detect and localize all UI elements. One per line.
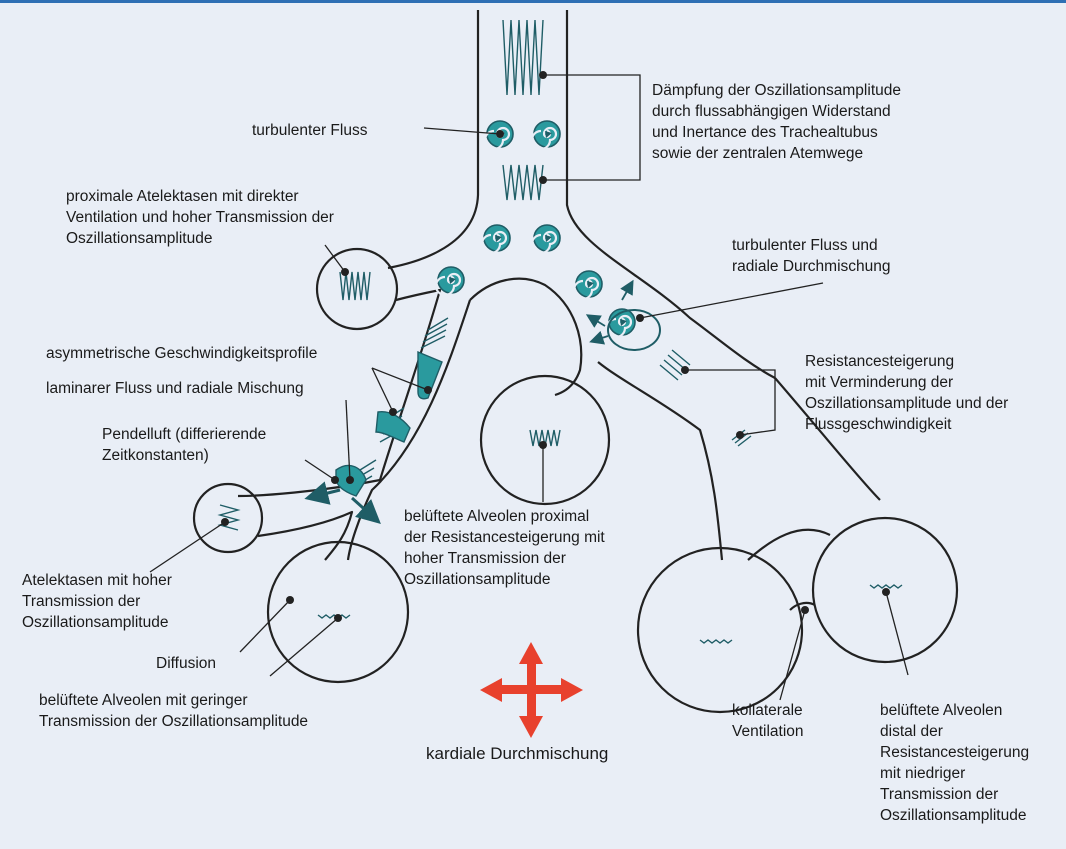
label-pendelluft: Pendelluft (differierende Zeitkonstanten…: [102, 426, 267, 464]
oscillation-left-bronchus-1: [420, 317, 449, 349]
oscillation-right-alveolus-b: [869, 584, 903, 589]
left-lower-branch: [257, 510, 354, 561]
carina: [469, 277, 583, 397]
alveolus-proximal-atelectasis: [315, 247, 399, 331]
label-kardial-2: Durchmischung: [490, 744, 609, 763]
trachea-right-wall: [565, 10, 776, 379]
right-bronchus-inner: [597, 361, 724, 561]
pendelluft-arrows: [304, 481, 381, 525]
trachea-left-wall: [387, 10, 480, 270]
spiral-carina-left: [480, 223, 512, 255]
asymmetric-profile: [417, 350, 443, 400]
laminar-profile: [375, 411, 411, 443]
label-turbulent-radial: turbulenter Fluss und radiale Durchmisch…: [732, 237, 891, 275]
oscillation-trachea-mid: [502, 164, 544, 201]
oscillation-trachea-top: [502, 19, 544, 96]
collateral-connection: [747, 528, 831, 611]
label-kardial-1: kardiale: [426, 744, 486, 763]
radial-mixing-ring: [607, 309, 661, 351]
label-kollateral: kollaterale Ventilation: [732, 702, 804, 740]
right-bronchus-outer: [774, 377, 881, 501]
label-turbulent-top: turbulenter Fluss: [252, 122, 368, 139]
label-resistance: Resistancesteigerung mit Verminderung de…: [805, 353, 1009, 433]
label-daempfung: Dämpfung der Oszillationsamplitude durch…: [652, 82, 901, 162]
radial-mixing-arrows: [585, 279, 634, 345]
top-rule: [0, 0, 1066, 3]
label-laminar: laminarer Fluss und radiale Mischung: [46, 380, 304, 397]
alveolus-ventilated-proximal: [479, 374, 611, 506]
oscillation-right-bronchus: [659, 349, 691, 381]
left-bronchus-inner: [346, 299, 472, 561]
spiral-trachea-right: [530, 119, 562, 151]
velocity-profiles: [335, 350, 443, 497]
label-diffusion: Diffusion: [156, 655, 217, 672]
oscillation-right-alveolus-a: [699, 639, 733, 644]
label-belueftet-proximal: belüftete Alveolen proximal der Resistan…: [404, 508, 605, 588]
alveolus-ventilated-right-b: [811, 516, 959, 664]
alveolus-atelectasis-small: [192, 482, 264, 554]
spiral-carina-right: [530, 223, 562, 255]
oscillation-proximal-atelectasis: [339, 271, 371, 301]
cardiac-mixing-arrow: [480, 642, 583, 738]
oscillation-small-atelectasis: [217, 504, 241, 531]
label-belueftet-gering: belüftete Alveolen mit geringer Transmis…: [39, 692, 309, 730]
label-belueftet-distal: belüftete Alveolen distal der Resistance…: [880, 702, 1030, 824]
label-atelektasen-hoch: Atelektasen mit hoher Transmission der O…: [22, 572, 172, 631]
spiral-right-bronchus: [572, 269, 604, 301]
label-proximale-atelektasen: proximale Atelektasen mit direkter Venti…: [66, 188, 334, 247]
airway-outline: [192, 10, 959, 714]
leader-lines: [149, 74, 909, 701]
oscillation-lower-left-alveolus: [317, 614, 351, 619]
label-kardiale-durchmischung: kardiale Durchmischung: [426, 743, 608, 764]
alveolus-ventilated-low: [266, 540, 410, 684]
leader-dots: [221, 71, 890, 622]
alveolus-ventilated-right-a: [636, 546, 804, 714]
label-asymmetrisch: asymmetrische Geschwindigkeitsprofile: [46, 345, 318, 362]
